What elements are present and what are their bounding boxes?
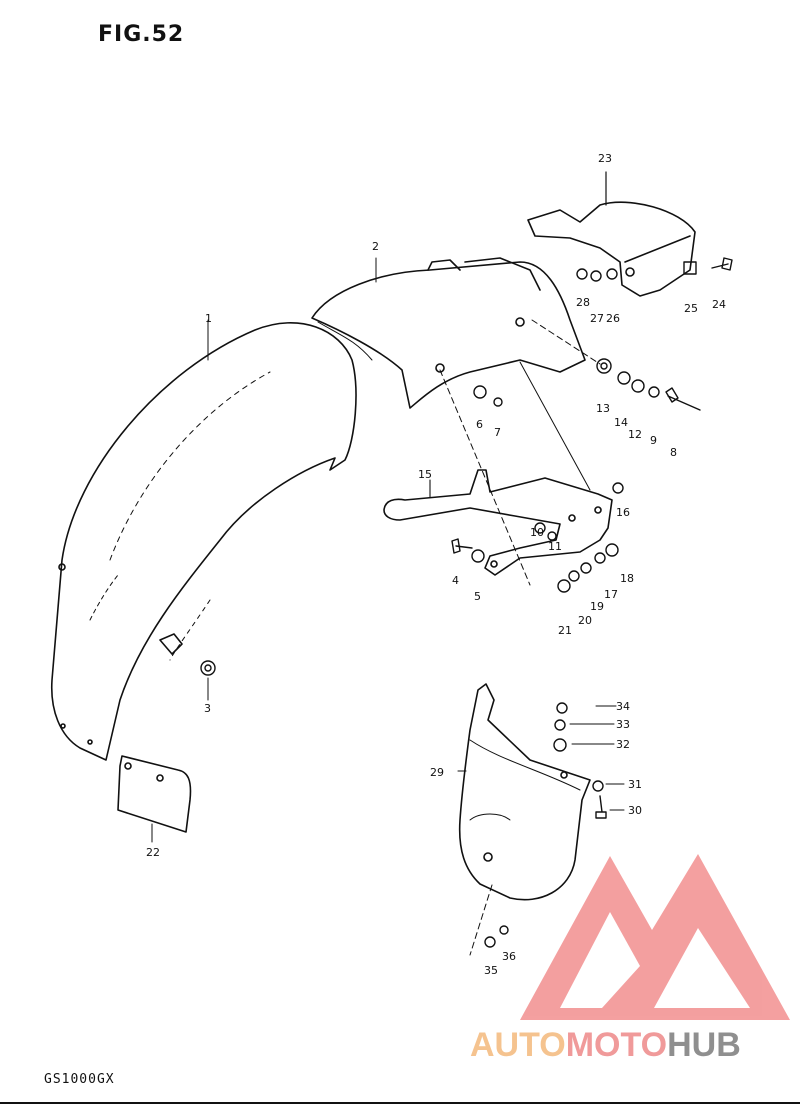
- callout-27: 27: [590, 312, 604, 325]
- callout-labels: 1 2 3 4 5 6 7 8 9 10 11 12 13 14 15 16 1…: [146, 152, 726, 977]
- callout-11: 11: [548, 540, 562, 553]
- callout-23: 23: [598, 152, 612, 165]
- lower-cover-part-29: [457, 683, 591, 956]
- bracket-part-15: [383, 361, 613, 586]
- inner-fender-part-2: [311, 257, 601, 409]
- callout-6: 6: [476, 418, 483, 431]
- callout-10: 10: [530, 526, 544, 539]
- hardware-parts: [200, 257, 733, 948]
- callout-3: 3: [204, 702, 211, 715]
- callout-28: 28: [576, 296, 590, 309]
- leader-lines: [151, 257, 625, 843]
- callout-15: 15: [418, 468, 432, 481]
- callout-25: 25: [684, 302, 698, 315]
- callout-20: 20: [578, 614, 592, 627]
- callout-21: 21: [558, 624, 572, 637]
- callout-19: 19: [590, 600, 604, 613]
- rear-fender-part-1: [50, 322, 357, 761]
- callout-9: 9: [650, 434, 657, 447]
- callout-24: 24: [712, 298, 726, 311]
- callout-18: 18: [620, 572, 634, 585]
- callout-5: 5: [474, 590, 481, 603]
- watermark-auto: AUTO: [470, 1026, 566, 1064]
- callout-4: 4: [452, 574, 459, 587]
- callout-34: 34: [616, 700, 630, 713]
- callout-26: 26: [606, 312, 620, 325]
- callout-29: 29: [430, 766, 444, 779]
- callout-1: 1: [205, 312, 212, 325]
- callout-36: 36: [502, 950, 516, 963]
- callout-12: 12: [628, 428, 642, 441]
- callout-33: 33: [616, 718, 630, 731]
- bottom-border: [0, 1102, 800, 1104]
- callout-17: 17: [604, 588, 618, 601]
- watermark-logo: [520, 854, 790, 1020]
- callout-22: 22: [146, 846, 160, 859]
- watermark-text: AUTOMOTOHUB: [470, 1026, 741, 1065]
- watermark-hub: HUB: [667, 1026, 741, 1064]
- callout-35: 35: [484, 964, 498, 977]
- callout-30: 30: [628, 804, 642, 817]
- callout-14: 14: [614, 416, 628, 429]
- callout-7: 7: [494, 426, 501, 439]
- model-code: GS1000GX: [44, 1072, 115, 1087]
- figure-title: FIG.52: [98, 22, 185, 47]
- callout-13: 13: [596, 402, 610, 415]
- callout-2: 2: [372, 240, 379, 253]
- tail-bracket-part-23: [527, 171, 696, 297]
- callout-16: 16: [616, 506, 630, 519]
- watermark-moto: MOTO: [565, 1026, 668, 1064]
- callout-31: 31: [628, 778, 642, 791]
- callout-8: 8: [670, 446, 677, 459]
- callout-32: 32: [616, 738, 630, 751]
- reflector-plate-part-22: [117, 755, 192, 833]
